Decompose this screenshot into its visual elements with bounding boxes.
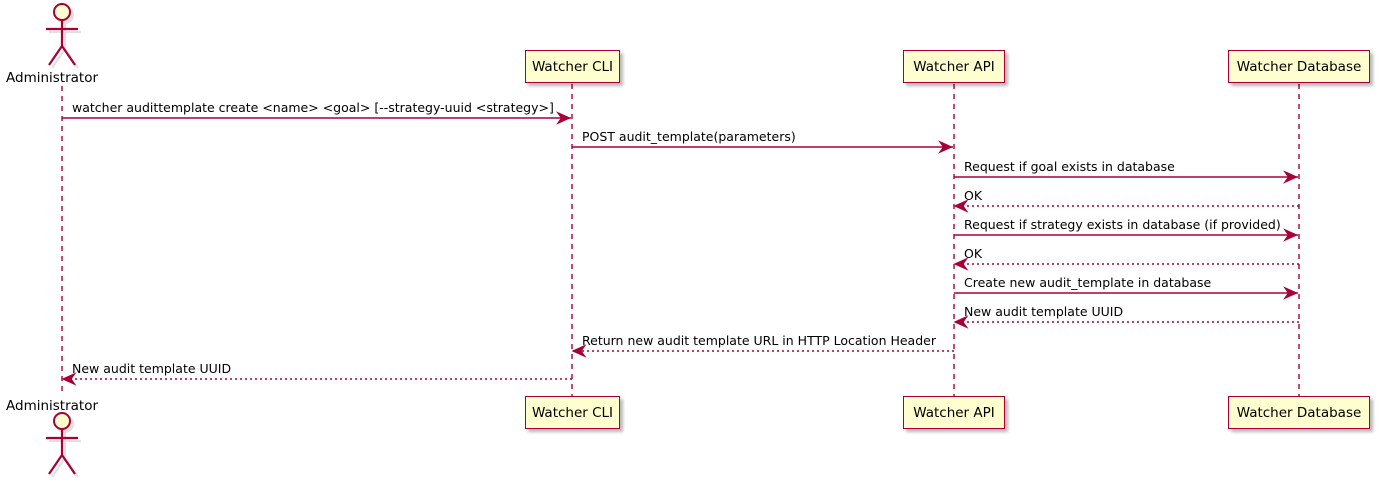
message-label-6: OK [964,246,983,261]
actor-label-administrator-bottom: Administrator [6,398,99,414]
actor-leg-left-top [48,45,63,66]
participant-box-watcher-api-bottom[interactable]: Watcher API [903,396,1005,429]
message-label-8: New audit template UUID [964,304,1124,319]
participant-box-watcher-cli-bottom[interactable]: Watcher CLI [525,396,620,429]
message-label-1: watcher audittemplate create <name> <goa… [72,100,554,115]
participant-label-watcher-database-top: Watcher Database [1236,58,1362,75]
participant-label-watcher-api-top: Watcher API [913,58,995,75]
actor-leg-right-bottom [61,454,76,475]
actor-head-bottom [53,412,71,430]
actor-figure-bottom [46,412,78,475]
message-label-10: New audit template UUID [72,361,232,376]
message-label-2: POST audit_template(parameters) [582,129,796,144]
actor-label-administrator-top: Administrator [6,70,99,86]
participant-box-watcher-database-bottom[interactable]: Watcher Database [1228,396,1370,429]
actor-leg-left-bottom [51,457,66,478]
participant-label-watcher-api-bottom: Watcher API [913,404,995,421]
participant-label-watcher-cli-bottom: Watcher CLI [531,404,614,421]
message-label-9: Return new audit template URL in HTTP Lo… [582,333,936,348]
actor-figure-top [46,3,78,66]
participant-box-watcher-database-top[interactable]: Watcher Database [1228,50,1370,83]
message-label-7: Create new audit_template in database [964,275,1212,290]
message-label-3: Request if goal exists in database [964,159,1175,174]
participant-box-watcher-cli-top[interactable]: Watcher CLI [525,50,620,83]
actor-head-top [53,3,71,21]
participant-label-watcher-database-bottom: Watcher Database [1236,404,1362,421]
message-label-5: Request if strategy exists in database (… [964,217,1281,232]
participant-label-watcher-cli-top: Watcher CLI [531,58,614,75]
participant-box-watcher-api-top[interactable]: Watcher API [903,50,1005,83]
actor-leg-left-bottom [48,454,63,475]
message-label-4: OK [964,188,983,203]
actor-leg-left-top [51,48,66,69]
actor-leg-right-top [61,45,76,66]
